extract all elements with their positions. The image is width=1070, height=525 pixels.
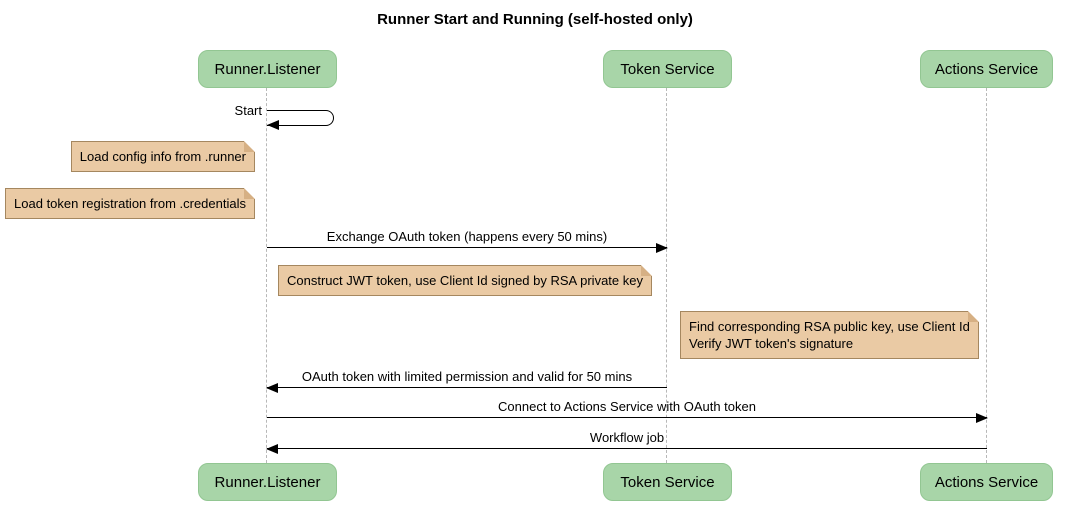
message-line: [267, 243, 668, 253]
participant-runner-listener-top: Runner.Listener: [198, 50, 337, 88]
note-load-token-registration: Load token registration from .credential…: [5, 188, 255, 219]
participant-runner-listener-bottom: Runner.Listener: [198, 463, 337, 501]
lifeline-token-service: [666, 88, 667, 463]
lifeline-runner-listener: [266, 88, 267, 463]
message-start-label: Start: [234, 103, 262, 118]
participant-label: Runner.Listener: [214, 60, 321, 78]
message-line: [266, 383, 667, 393]
diagram-title: Runner Start and Running (self-hosted on…: [377, 11, 693, 28]
arrowhead-right-icon: [976, 413, 988, 423]
message-label: Connect to Actions Service with OAuth to…: [498, 399, 756, 414]
message-label: OAuth token with limited permission and …: [301, 369, 633, 384]
participant-actions-service-top: Actions Service: [920, 50, 1053, 88]
message-oauth-return: OAuth token with limited permission and …: [266, 369, 667, 393]
participant-token-service-bottom: Token Service: [603, 463, 732, 501]
participant-actions-service-bottom: Actions Service: [920, 463, 1053, 501]
message-start-loop: [267, 110, 334, 126]
participant-label: Token Service: [620, 473, 715, 491]
participant-label: Runner.Listener: [214, 473, 321, 491]
note-load-config: Load config info from .runner: [70, 141, 256, 172]
arrowhead-right-icon: [656, 243, 668, 253]
participant-token-service-top: Token Service: [603, 50, 732, 88]
message-label: Exchange OAuth token (happens every 50 m…: [326, 229, 608, 244]
message-label: Workflow job: [589, 430, 665, 445]
participant-label: Actions Service: [934, 60, 1039, 78]
lifeline-actions-service: [986, 88, 987, 463]
note-verify-jwt: Find corresponding RSA public key, use C…: [680, 311, 979, 359]
participant-label: Token Service: [620, 60, 715, 78]
message-exchange-oauth: Exchange OAuth token (happens every 50 m…: [267, 229, 668, 253]
arrowhead-left-icon: [266, 383, 278, 393]
message-line: [266, 444, 987, 454]
arrowhead-left-icon: [266, 444, 278, 454]
note-construct-jwt: Construct JWT token, use Client Id signe…: [278, 265, 652, 296]
participant-label: Actions Service: [934, 473, 1039, 491]
message-connect-actions: Connect to Actions Service with OAuth to…: [267, 399, 988, 423]
message-line: [267, 413, 988, 423]
message-workflow-job: Workflow job: [266, 430, 987, 454]
arrowhead-left-icon: [267, 120, 279, 130]
